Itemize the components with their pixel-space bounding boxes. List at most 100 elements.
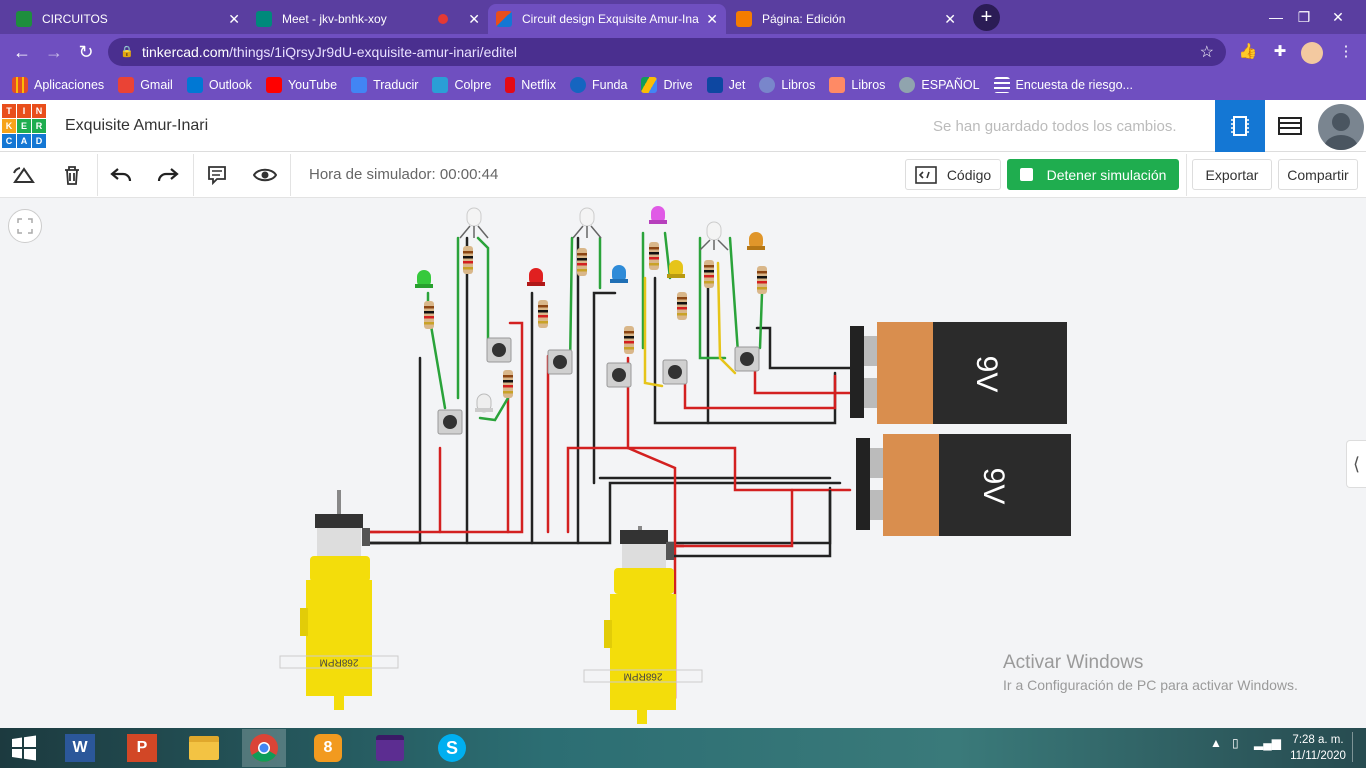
- pushbutton[interactable]: [547, 349, 573, 375]
- export-button[interactable]: Exportar: [1192, 159, 1272, 190]
- pushbutton[interactable]: [437, 409, 463, 435]
- circuit-view-button[interactable]: [1215, 100, 1265, 152]
- taskbar-calendar[interactable]: [368, 729, 412, 767]
- forward-button[interactable]: →: [45, 41, 63, 62]
- taskbar-app-orange[interactable]: 8: [306, 729, 350, 767]
- dc-motor-right[interactable]: 268RPM: [583, 526, 703, 724]
- bookmark-netflix[interactable]: Netflix: [505, 77, 556, 93]
- bookmark-libros-2[interactable]: Libros: [829, 77, 885, 93]
- components-panel-toggle[interactable]: ⟨: [1346, 440, 1366, 488]
- led-white-rgb[interactable]: [459, 207, 489, 239]
- led-white-rgb[interactable]: [699, 221, 729, 251]
- led-white[interactable]: [475, 393, 493, 413]
- bookmark-gmail[interactable]: Gmail: [118, 77, 173, 93]
- address-bar[interactable]: 🔒 tinkercad.com/things/1iQrsyJr9dU-exqui…: [108, 38, 1226, 66]
- close-icon[interactable]: ✕: [706, 10, 718, 27]
- resistor[interactable]: [757, 266, 767, 294]
- resistor[interactable]: [463, 246, 473, 274]
- network-tray-icon[interactable]: ▂▄▆: [1254, 736, 1281, 750]
- profile-avatar-icon[interactable]: [1301, 42, 1323, 64]
- resistor[interactable]: [649, 242, 659, 270]
- tinkercad-logo[interactable]: T I N K E R C A D: [2, 104, 46, 148]
- bookmark-libros-1[interactable]: Libros: [759, 77, 815, 93]
- bookmark-label: Encuesta de riesgo...: [1015, 78, 1133, 92]
- tab-circuitos[interactable]: CIRCUITOS ✕: [8, 4, 248, 34]
- taskbar-file-explorer[interactable]: [182, 729, 226, 767]
- stop-simulation-button[interactable]: Detener simulación: [1007, 159, 1179, 190]
- bookmark-youtube[interactable]: YouTube: [265, 77, 337, 93]
- tab-meet[interactable]: Meet - jkv-bnhk-xoy ✕: [248, 4, 488, 34]
- rotate-tool[interactable]: [9, 160, 39, 190]
- taskbar-powerpoint[interactable]: P: [120, 729, 164, 767]
- bookmark-star-icon[interactable]: ☆: [1199, 44, 1214, 61]
- show-desktop-button[interactable]: [1352, 732, 1362, 762]
- led-white-rgb[interactable]: [572, 207, 602, 239]
- resistor[interactable]: [503, 370, 513, 398]
- bookmark-colpre[interactable]: Colpre: [432, 77, 491, 93]
- extensions-puzzle-icon[interactable]: ✚: [1273, 43, 1287, 60]
- reload-button[interactable]: ↻: [78, 41, 94, 62]
- restore-button[interactable]: ❐: [1297, 8, 1311, 25]
- project-title[interactable]: Exquisite Amur-Inari: [65, 117, 209, 134]
- logo-letter: N: [32, 104, 46, 118]
- resistor[interactable]: [577, 248, 587, 276]
- led-orange[interactable]: [747, 232, 765, 250]
- share-button[interactable]: Compartir: [1278, 159, 1358, 190]
- back-button[interactable]: ←: [13, 41, 31, 62]
- user-avatar[interactable]: [1318, 104, 1364, 150]
- pushbutton[interactable]: [662, 359, 688, 385]
- bookmark-funda[interactable]: Funda: [570, 77, 627, 93]
- thumbs-up-extension-icon[interactable]: 👍: [1238, 43, 1258, 60]
- circuit-workplane[interactable]: [0, 198, 1366, 728]
- taskbar-clock[interactable]: 7:28 a. m. 11/11/2020: [1288, 732, 1348, 764]
- led-yellow[interactable]: [667, 260, 685, 278]
- tab-circuit-design[interactable]: Circuit design Exquisite Amur-Ina ✕: [488, 4, 726, 34]
- undo-button[interactable]: [106, 160, 136, 190]
- dc-motor-left[interactable]: 268RPM: [279, 490, 399, 710]
- led-blue[interactable]: [610, 265, 628, 283]
- resistor[interactable]: [538, 300, 548, 328]
- bookmark-encuesta[interactable]: Encuesta de riesgo...: [993, 77, 1133, 93]
- notes-tool[interactable]: [202, 160, 232, 190]
- bookmark-outlook[interactable]: Outlook: [186, 77, 252, 93]
- pushbutton[interactable]: [486, 337, 512, 363]
- close-icon[interactable]: ✕: [228, 10, 240, 27]
- bookmark-aplicaciones[interactable]: Aplicaciones: [12, 77, 104, 93]
- close-window-button[interactable]: ✕: [1332, 8, 1344, 25]
- visibility-tool[interactable]: [250, 160, 280, 190]
- pushbutton[interactable]: [734, 346, 760, 372]
- logo-letter: D: [32, 134, 46, 148]
- menu-kebab-icon[interactable]: ⋮: [1338, 43, 1354, 60]
- close-icon[interactable]: ✕: [944, 10, 956, 27]
- battery-9v-bottom[interactable]: 9V: [856, 434, 1071, 536]
- resistor[interactable]: [704, 260, 714, 288]
- close-icon[interactable]: ✕: [468, 10, 480, 27]
- circuit-canvas[interactable]: 9V 9V 268RPM 268RPM: [0, 198, 1366, 728]
- bookmark-espanol[interactable]: ESPAÑOL: [899, 77, 980, 93]
- component-list-button[interactable]: [1265, 100, 1315, 152]
- new-tab-button[interactable]: +: [973, 4, 1000, 31]
- tray-chevron-icon[interactable]: ▲: [1210, 736, 1222, 750]
- bookmark-traducir[interactable]: Traducir: [351, 77, 418, 93]
- redo-button[interactable]: [153, 160, 183, 190]
- delete-tool[interactable]: [57, 160, 87, 190]
- code-button[interactable]: Código: [905, 159, 1001, 190]
- pushbutton[interactable]: [606, 362, 632, 388]
- battery-9v-top[interactable]: 9V: [850, 322, 1067, 424]
- taskbar-chrome[interactable]: [242, 729, 286, 767]
- resistor[interactable]: [624, 326, 634, 354]
- start-button[interactable]: [2, 729, 46, 767]
- led-pink[interactable]: [649, 206, 667, 224]
- resistor[interactable]: [677, 292, 687, 320]
- bookmark-jet[interactable]: Jet: [706, 77, 745, 93]
- taskbar-word[interactable]: W: [58, 729, 102, 767]
- tab-pagina-edicion[interactable]: Página: Edición ✕: [728, 4, 964, 34]
- taskbar-skype[interactable]: S: [430, 729, 474, 767]
- led-green[interactable]: [415, 270, 433, 288]
- battery-tray-icon[interactable]: ▯: [1232, 736, 1239, 750]
- fit-view-button[interactable]: [8, 209, 42, 243]
- minimize-button[interactable]: —: [1269, 9, 1283, 25]
- bookmark-drive[interactable]: Drive: [641, 77, 693, 93]
- resistor[interactable]: [424, 301, 434, 329]
- led-red[interactable]: [527, 268, 545, 286]
